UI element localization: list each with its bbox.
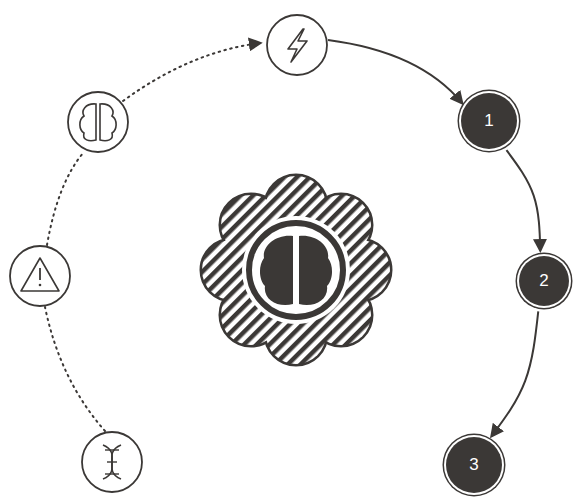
brain-icon — [68, 92, 128, 152]
dotted-arc — [47, 152, 84, 245]
dna-strand — [103, 445, 121, 479]
dna-rung — [105, 449, 119, 450]
emblem-ring — [249, 223, 343, 317]
dotted-arc — [45, 307, 105, 431]
emblem-helix — [202, 176, 390, 364]
emblem-brain — [260, 236, 293, 305]
icon-circle — [267, 15, 327, 75]
dna-rung — [105, 473, 119, 474]
lightning-icon — [267, 15, 327, 75]
warning-icon — [10, 246, 70, 306]
flow-arrow — [506, 150, 540, 250]
step-circle: 1 — [461, 93, 517, 149]
central-emblem — [202, 176, 390, 364]
brain-lobe — [100, 104, 116, 141]
brain-lobe — [80, 104, 96, 141]
step-circle: 2 — [519, 256, 569, 306]
step-number: 2 — [539, 272, 548, 291]
step-number: 3 — [469, 456, 478, 475]
dotted-arc — [123, 43, 260, 101]
flow-arrow — [328, 40, 462, 103]
step-circle: 3 — [446, 437, 502, 493]
icon-circle — [82, 432, 142, 492]
flow-arrow — [492, 311, 539, 435]
emblem-brain — [299, 236, 332, 305]
icon-circle — [68, 92, 128, 152]
emblem-outline — [202, 176, 390, 364]
warning-mark — [39, 284, 42, 287]
warning-triangle — [21, 258, 59, 291]
warning-mark — [39, 268, 41, 280]
dna-icon — [82, 432, 142, 492]
dna-strand — [103, 445, 121, 479]
dna-rung — [107, 461, 117, 462]
icon-circle — [10, 246, 70, 306]
emblem-gap — [242, 216, 350, 324]
step-number: 1 — [484, 112, 493, 131]
lightning-bolt — [288, 29, 307, 62]
